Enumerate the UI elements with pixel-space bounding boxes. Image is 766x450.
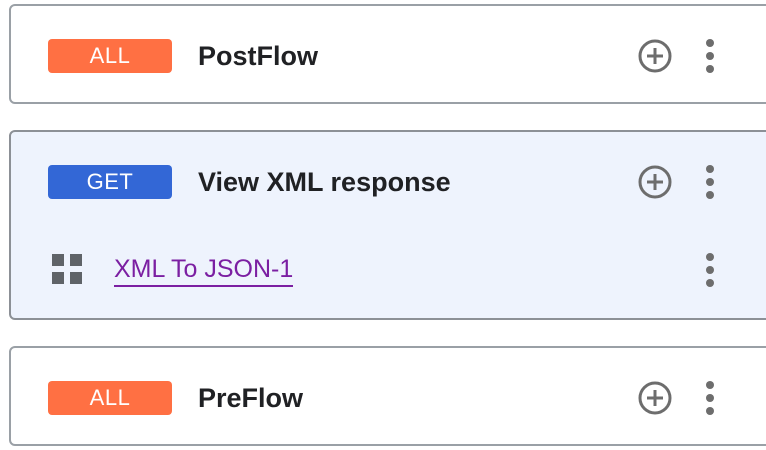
add-circle-icon[interactable]	[638, 381, 672, 415]
flow-name: PreFlow	[198, 382, 304, 413]
flow-name: View XML response	[198, 166, 451, 197]
flow-card-postflow[interactable]: ALL PostFlow	[9, 4, 766, 104]
flow-step-row[interactable]: XML To JSON-1	[11, 240, 766, 300]
add-circle-icon[interactable]	[638, 39, 672, 73]
add-circle-icon[interactable]	[638, 165, 672, 199]
more-vert-icon[interactable]	[701, 38, 719, 74]
flow-method-badge: ALL	[48, 39, 172, 73]
flow-name: PostFlow	[198, 40, 318, 71]
flow-method-badge: ALL	[48, 381, 172, 415]
policy-grid-icon	[52, 254, 82, 284]
more-vert-icon[interactable]	[701, 252, 719, 288]
policy-link-xml-to-json[interactable]: XML To JSON-1	[114, 253, 294, 287]
more-vert-icon[interactable]	[701, 164, 719, 200]
more-vert-icon[interactable]	[701, 380, 719, 416]
flow-method-badge: GET	[48, 165, 172, 199]
flow-card-view-xml-response[interactable]: GET View XML response XML To JSON-1	[9, 130, 766, 320]
flow-card-preflow[interactable]: ALL PreFlow	[9, 346, 766, 446]
